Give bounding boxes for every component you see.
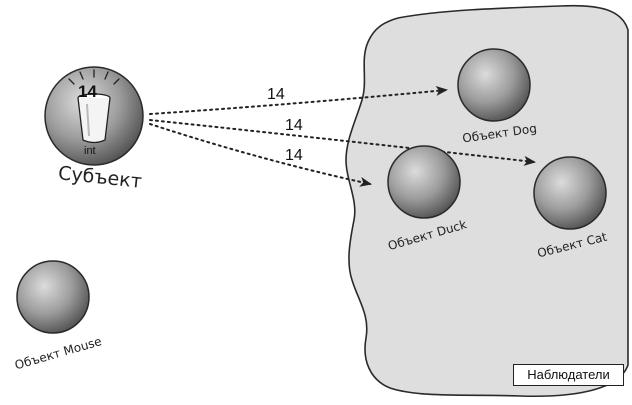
arrow-value-dog: 14 (267, 86, 285, 103)
object-dog (457, 48, 531, 122)
subject-label: Субъект (57, 162, 143, 193)
arrow-to-dog (149, 85, 448, 115)
arrow-to-cat (149, 119, 536, 166)
subject-type-label: int (84, 145, 96, 157)
glow-rays-icon (68, 69, 120, 85)
subject-value: 14 (78, 82, 97, 101)
object-cat (533, 156, 607, 230)
int-cup-icon (77, 93, 111, 144)
observers-label-box: Наблюдатели (513, 364, 624, 386)
arrow-to-duck (149, 123, 372, 187)
object-mouse (16, 260, 90, 334)
arrow-value-cat: 14 (285, 117, 303, 134)
observers-region (345, 4, 629, 398)
observers-label: Наблюдатели (527, 367, 610, 382)
arrow-value-duck: 14 (285, 147, 303, 164)
subject-node: 14 int (44, 66, 144, 166)
object-mouse-label: Объект Mouse (13, 334, 103, 372)
object-duck (387, 145, 461, 219)
